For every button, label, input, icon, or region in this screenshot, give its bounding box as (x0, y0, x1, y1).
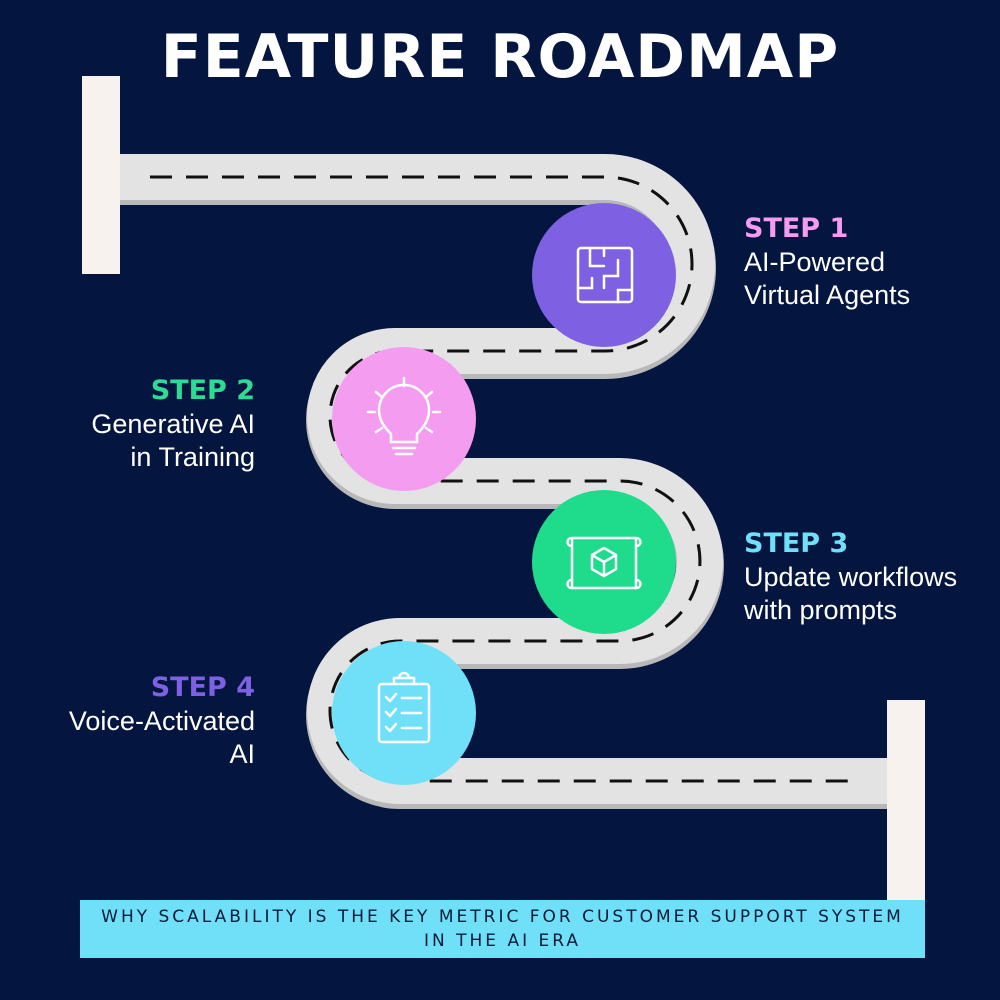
step-3-circle (532, 490, 676, 634)
step-1-label: STEP 1 (744, 213, 849, 244)
blueprint-cube-icon (566, 536, 642, 590)
step-3-label: STEP 3 (744, 528, 849, 559)
step-3-text: STEP 3 Update workflows with prompts (744, 527, 957, 627)
step-4-description: Voice-Activated AI (68, 706, 255, 769)
step-2-text: STEP 2 Generative AI in Training (91, 374, 255, 474)
step-3-description: Update workflows with prompts (744, 562, 958, 625)
step-4-text: STEP 4 Voice-Activated AI (69, 671, 255, 771)
step-2-description: Generative AI in Training (91, 409, 255, 472)
maze-icon (576, 246, 634, 304)
step-2-circle (332, 347, 476, 491)
step-4-circle (332, 641, 476, 785)
end-post (887, 700, 925, 900)
step-1-circle (532, 203, 676, 347)
road-center-line (150, 175, 860, 783)
step-2-label: STEP 2 (150, 375, 255, 406)
footer-banner: WHY SCALABILITY IS THE KEY METRIC FOR CU… (80, 900, 925, 958)
start-post (82, 76, 120, 274)
step-1-description: AI-Powered Virtual Agents (744, 247, 911, 310)
page-title: FEATURE ROADMAP (160, 22, 840, 92)
step-4-label: STEP 4 (150, 672, 255, 703)
lightbulb-icon (366, 376, 442, 456)
step-1-text: STEP 1 AI-Powered Virtual Agents (744, 212, 910, 312)
clipboard-checklist-icon (377, 671, 431, 744)
